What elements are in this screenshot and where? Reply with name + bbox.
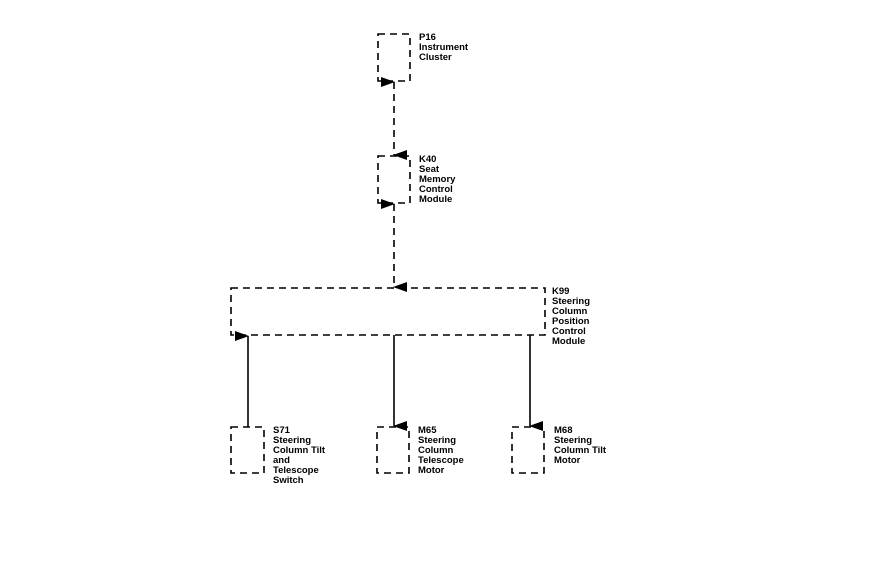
- k99-box: [230, 287, 546, 336]
- p16-instrument-cluster: P16 Instrument Cluster: [377, 32, 471, 82]
- k40-seat-memory-control-module: K40 Seat Memory Control Module: [377, 154, 458, 205]
- k99-steering-column-position-control-module: K99 Steering Column Position Control Mod…: [230, 286, 593, 347]
- m68-steering-column-tilt-motor: M68 Steering Column Tilt Motor: [511, 425, 609, 474]
- m68-label: M68 Steering Column Tilt Motor: [554, 425, 609, 466]
- k40-label: K40 Seat Memory Control Module: [419, 154, 458, 205]
- s71-box: [230, 426, 265, 474]
- s71-label: S71 Steering Column Tilt and Telescope S…: [273, 425, 328, 486]
- p16-label: P16 Instrument Cluster: [419, 32, 471, 63]
- m65-steering-column-telescope-motor: M65 Steering Column Telescope Motor: [376, 425, 466, 476]
- p16-box: [377, 33, 411, 82]
- m65-label: M65 Steering Column Telescope Motor: [418, 425, 466, 476]
- s71-steering-column-tilt-and-telescope-switch: S71 Steering Column Tilt and Telescope S…: [230, 425, 328, 486]
- k40-box: [377, 155, 411, 204]
- m65-box: [376, 426, 410, 474]
- m68-box: [511, 426, 545, 474]
- k99-label: K99 Steering Column Position Control Mod…: [552, 286, 593, 347]
